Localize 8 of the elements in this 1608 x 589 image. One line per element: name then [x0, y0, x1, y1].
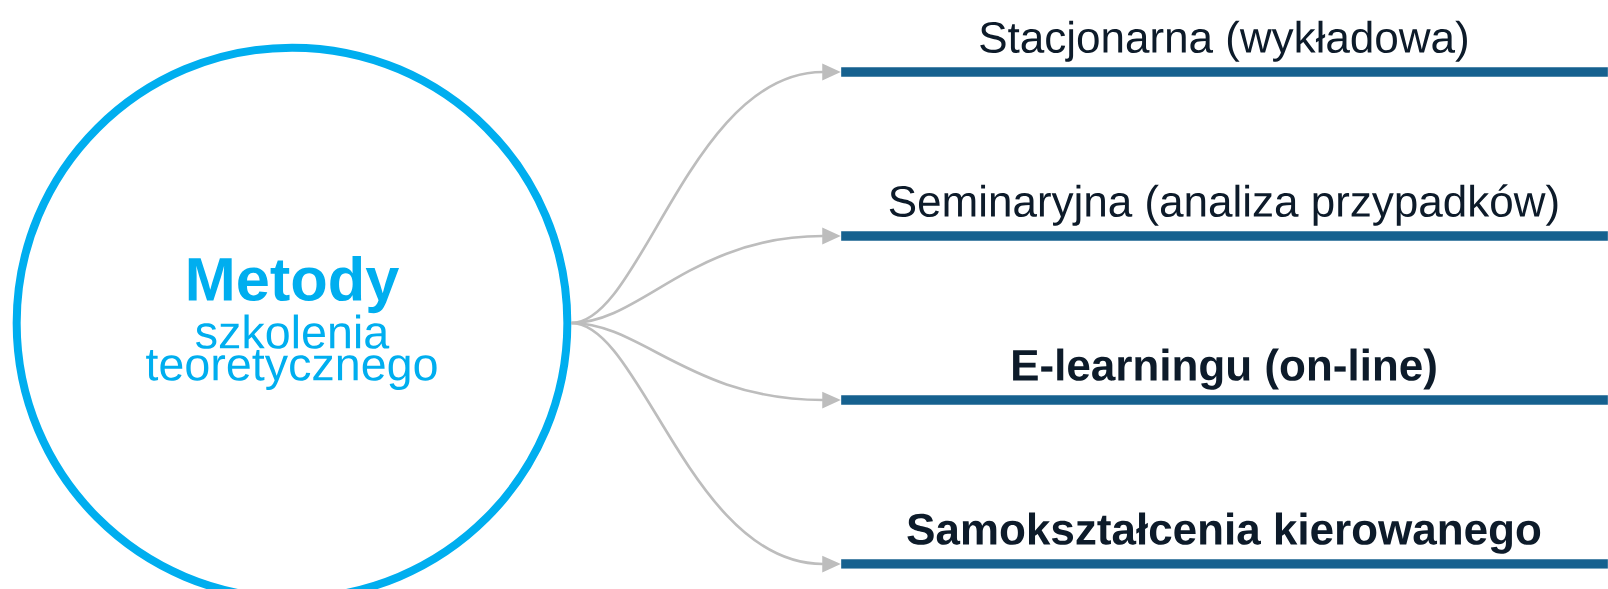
- node-label: E-learningu (on-line): [1013, 348, 1436, 390]
- node-label: Stacjonarna (wykładowa): [980, 20, 1467, 62]
- labelled-bar: E-learningu (on-line): [841, 348, 1608, 405]
- labelled-bar: Stacjonarna (wykładowa): [841, 20, 1608, 77]
- labelled-bar: Seminaryjna (analiza przypadków): [841, 184, 1608, 241]
- labelled-bar: Samokształcenia kierowanego: [841, 512, 1608, 569]
- node-label: Samokształcenia kierowanego: [907, 512, 1541, 554]
- node-label: Seminaryjna (analiza przypadków): [889, 184, 1558, 226]
